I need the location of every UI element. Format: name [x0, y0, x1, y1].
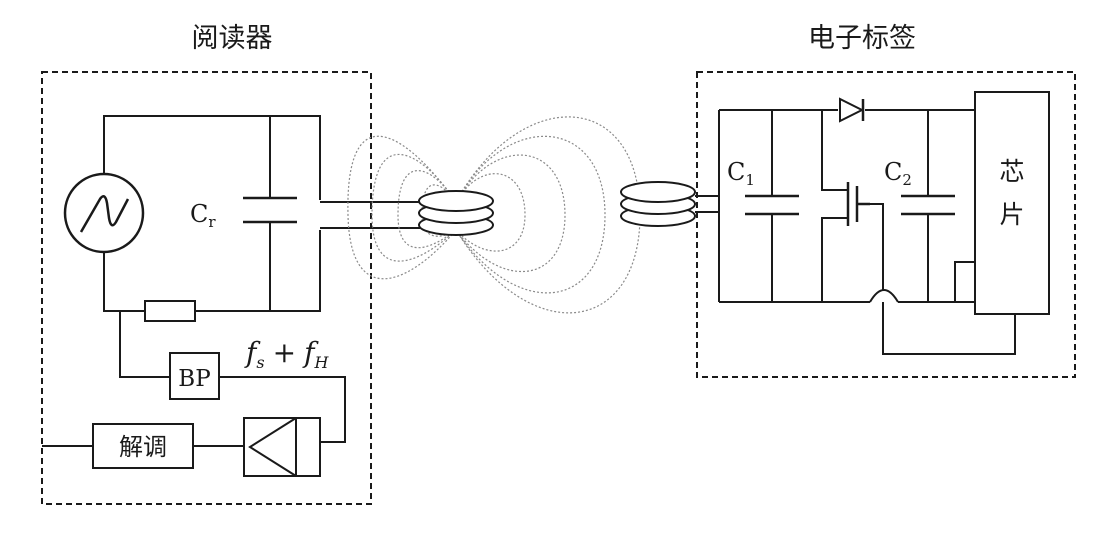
reader-coil-leads: [320, 201, 420, 229]
reader-section: 阅读器: [41, 23, 420, 505]
demodulator-block: 解调: [92, 423, 194, 469]
tag-coil-icon: [620, 181, 696, 227]
bandpass-filter-label: BP: [178, 366, 210, 392]
tag-circuit-wires: [695, 109, 1016, 355]
capacitor-cr-icon: [243, 196, 297, 224]
wire-crossover-icon: [869, 289, 899, 303]
detector-diode-block: [243, 417, 321, 477]
capacitor-c2-icon: [901, 194, 955, 216]
chip-block: 芯 片: [974, 91, 1050, 315]
chip-label-line2: 片: [999, 200, 1024, 229]
frequency-sum-label: fs+fH: [244, 336, 329, 372]
tag-boundary: [696, 71, 1076, 378]
ac-source-icon: [63, 172, 145, 254]
capacitor-c1-icon: [745, 194, 799, 216]
capacitor-c2-label: C2: [884, 158, 912, 189]
transistor-icon: [846, 182, 870, 226]
reader-circuit-wires: [42, 115, 346, 447]
capacitor-cr-label: Cr: [190, 200, 216, 231]
demodulator-label: 解调: [119, 433, 167, 461]
diode-icon: [839, 97, 865, 123]
bandpass-filter-block: BP: [169, 352, 220, 400]
reader-coil-icon: [418, 190, 494, 236]
resistor-icon: [144, 300, 196, 322]
tag-title: 电子标签: [808, 23, 916, 54]
reader-title: 阅读器: [192, 23, 273, 54]
tag-section: 电子标签: [695, 23, 1076, 378]
magnetic-field-lines: [347, 116, 641, 314]
chip-label-line1: 芯: [999, 157, 1024, 186]
capacitor-c1-label: C1: [727, 158, 755, 189]
reader-boundary: [41, 71, 372, 505]
